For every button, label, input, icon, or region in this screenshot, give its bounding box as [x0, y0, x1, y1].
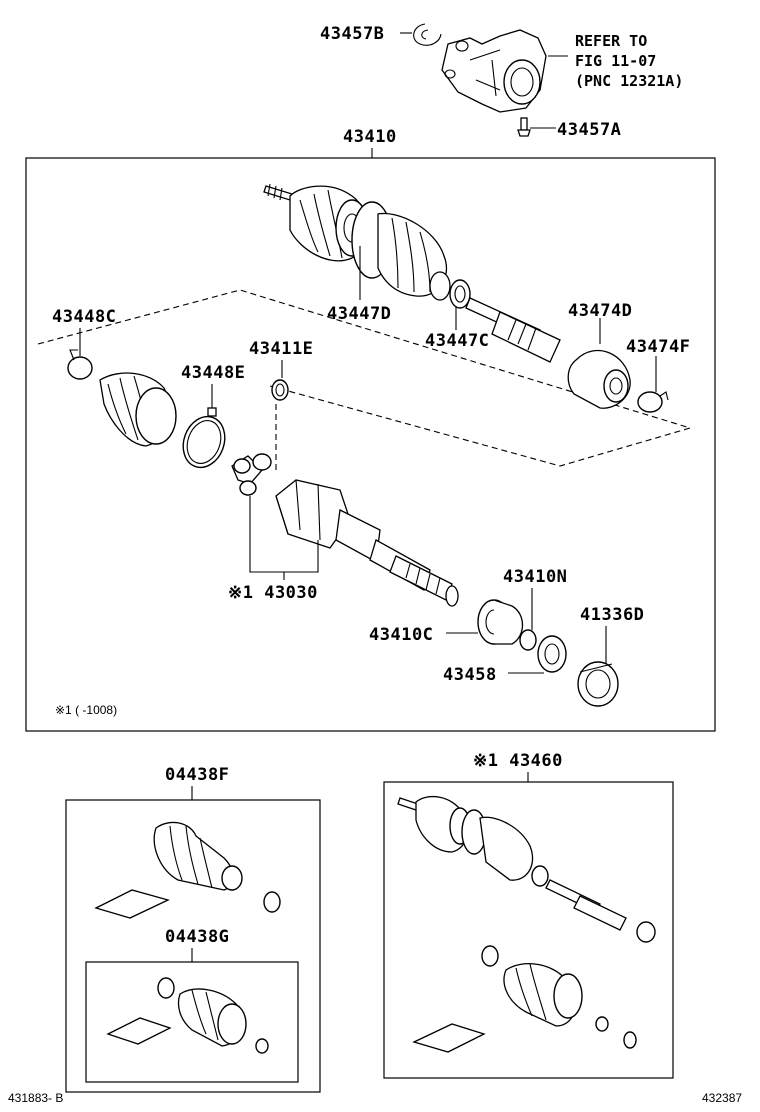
code-left: 431883- B [8, 1091, 63, 1105]
label-43474D: 43474D [568, 301, 632, 321]
label-43457A: 43457A [557, 120, 621, 140]
boot-kit-04438F [94, 821, 281, 919]
label-43447D: 43447D [327, 304, 391, 324]
label-04438F: 04438F [165, 765, 229, 785]
label-43474F: 43474F [626, 337, 690, 357]
label-43447C: 43447C [425, 331, 489, 351]
refer-line-2: FIG 11-07 [575, 52, 656, 70]
label-43448C: 43448C [52, 307, 116, 327]
tripod-joint-43030 [231, 453, 272, 496]
label-41336D: 41336D [580, 605, 644, 625]
kit-box-04438F [65, 799, 321, 1093]
footnote-text: ※1 ( -1008) [55, 703, 117, 717]
damper-43474D [567, 349, 631, 409]
assembly-box-43410 [25, 157, 716, 732]
small-clamp-43448C [67, 349, 93, 380]
boot-43448 [99, 372, 177, 447]
clamp-43448E [182, 407, 226, 469]
label-43411E: 43411E [249, 339, 313, 359]
seal-43458 [537, 635, 567, 673]
dust-cover-41336D [577, 661, 619, 707]
label-43410: 43410 [343, 127, 397, 147]
label-43448E: 43448E [181, 363, 245, 383]
label-43457B: 43457B [320, 24, 384, 44]
snap-ring-43411E [271, 379, 289, 401]
steering-knuckle [441, 29, 547, 113]
label-04438G: 04438G [165, 927, 229, 947]
kit-box-43460 [383, 781, 674, 1079]
label-43410C: 43410C [369, 625, 433, 645]
label-43458: 43458 [443, 665, 497, 685]
bolt-43457A [517, 117, 531, 137]
inboard-boot [351, 201, 451, 301]
refer-line-3: (PNC 12321A) [575, 72, 683, 90]
refer-line-1: REFER TO [575, 32, 647, 50]
clamp-43474F [637, 391, 669, 413]
code-right: 432387 [702, 1091, 742, 1105]
kit-box-04438G [85, 961, 299, 1083]
bearing-43410C [477, 599, 524, 645]
intermediate-shaft [465, 297, 561, 363]
label-43410N: 43410N [503, 567, 567, 587]
snap-ring-43410N [519, 629, 537, 651]
label-43460: ※1 43460 [473, 751, 563, 771]
explode-outline [37, 289, 692, 467]
inboard-joint-housing [275, 479, 459, 607]
label-43030: ※1 43030 [228, 583, 318, 603]
boot-clamp-43447C [449, 279, 471, 309]
shaft-assembly-43460 [397, 795, 656, 1053]
boot-kit-04438G [106, 977, 269, 1054]
retaining-clip-43457B [413, 23, 442, 46]
